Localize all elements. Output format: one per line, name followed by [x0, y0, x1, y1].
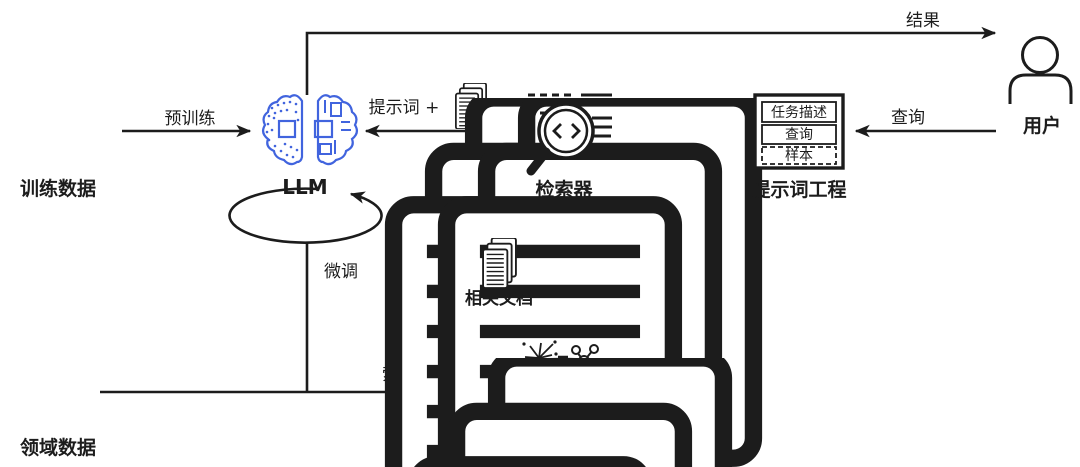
related-docs-node: 相关文档: [465, 238, 533, 309]
edge-result-label: 结果: [906, 11, 940, 31]
edge-result: [305, 26, 997, 95]
related-docs-label: 相关文档: [465, 288, 533, 309]
training-data-label: 训练数据: [20, 177, 96, 200]
prompt-row-sample-label: 样本: [785, 148, 813, 164]
edge-pretrain-label: 预训练: [165, 109, 216, 129]
retriever-label: 检索器: [535, 178, 593, 201]
prompt-row-query-label: 查询: [785, 127, 813, 143]
training-data-node: 训练数据: [20, 98, 753, 467]
edge-finetune-loop: [228, 187, 383, 391]
user-node: 用户: [1008, 36, 1073, 137]
prompt-box-outline: [753, 93, 845, 170]
edge-query-label: 查询: [891, 108, 925, 128]
llm-label: LLM: [282, 175, 327, 199]
prompt-row-task: [761, 101, 837, 123]
document-stack-icon: [482, 238, 517, 288]
magnifier-code-icon: [526, 93, 612, 176]
brain-chip-icon: [261, 94, 359, 166]
domain-data-label: 领域数据: [20, 436, 96, 459]
edge-prompt-plus-label: 提示词 +: [369, 98, 440, 118]
prompt-engineering-label: 提示词工程: [751, 178, 846, 201]
prompt-row-sample: [761, 146, 837, 165]
retriever-node: 检索器: [526, 93, 612, 201]
llm-node: LLM: [261, 94, 359, 199]
domain-data-node: 领域数据: [20, 358, 723, 467]
prompt-engineering-node: 任务描述 查询 样本 提示词工程: [751, 93, 847, 201]
user-label: 用户: [1023, 114, 1061, 137]
person-icon: [1008, 36, 1073, 104]
prompt-row-task-label: 任务描述: [771, 105, 827, 121]
prompt-row-query: [761, 124, 837, 145]
edge-finetune-label: 微调: [324, 262, 358, 282]
